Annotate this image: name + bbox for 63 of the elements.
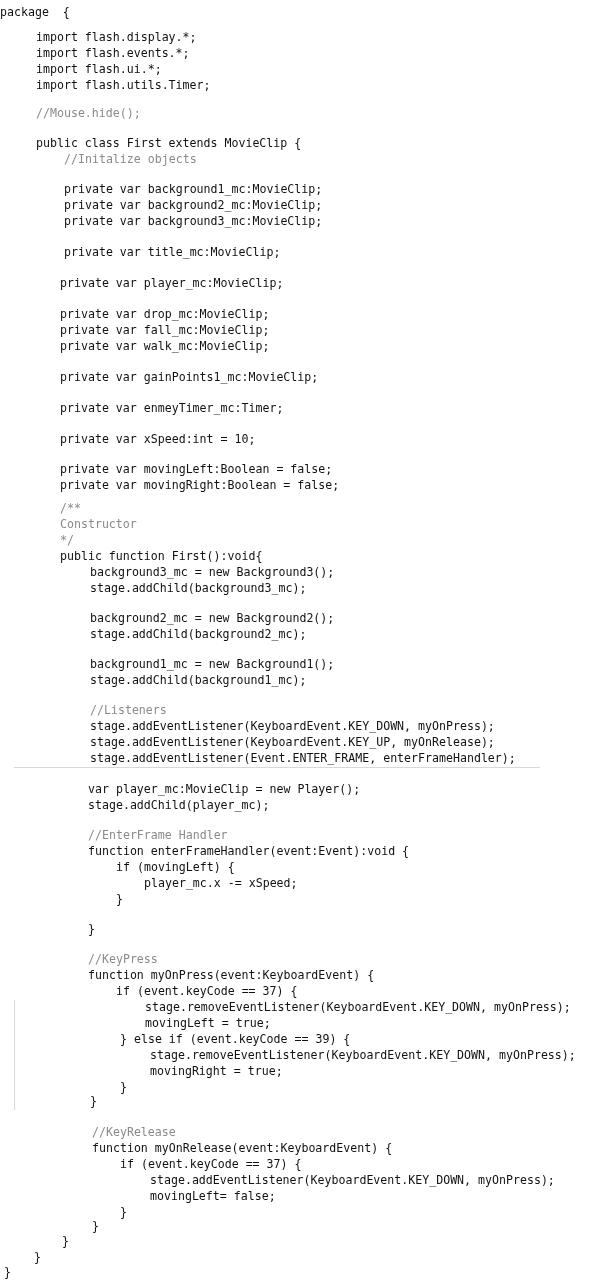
code-line: private var walk_mc:MovieClip;: [60, 339, 270, 353]
code-line: } else if (event.keyCode == 39) {: [120, 1032, 351, 1046]
code-line: }: [34, 1250, 41, 1264]
code-line: import flash.ui.*;: [36, 62, 162, 76]
code-line: var player_mc:MovieClip = new Player();: [88, 782, 361, 796]
code-line: movingLeft= false;: [150, 1189, 276, 1203]
code-line: private var background3_mc:MovieClip;: [64, 214, 323, 228]
code-line: function enterFrameHandler(event:Event):void {: [88, 844, 410, 858]
code-line: private var fall_mc:MovieClip;: [60, 323, 270, 337]
code-comment: //Mouse.hide();: [36, 106, 141, 120]
code-comment: //KeyPress: [88, 952, 158, 966]
code-line: private var enmeyTimer_mc:Timer;: [60, 401, 284, 415]
code-line: private var movingRight:Boolean = false;: [60, 478, 340, 492]
code-line: if (movingLeft) {: [116, 860, 235, 874]
code-comment: Constructor: [60, 517, 137, 531]
code-line: private var xSpeed:int = 10;: [60, 432, 256, 446]
code-line: import flash.utils.Timer;: [36, 78, 211, 92]
code-line: private var player_mc:MovieClip;: [60, 276, 284, 290]
code-line: }: [90, 1094, 97, 1108]
code-line: function myOnPress(event:KeyboardEvent) {: [88, 968, 375, 982]
code-line: import flash.display.*;: [36, 30, 197, 44]
code-line: background1_mc = new Background1();: [90, 657, 335, 671]
code-line: player_mc.x -= xSpeed;: [144, 876, 298, 890]
code-line: stage.addEventListener(Event.ENTER_FRAME, enterFrameHandler);: [90, 751, 516, 765]
code-line: stage.addChild(background1_mc);: [90, 673, 307, 687]
code-line: public function First():void{: [60, 549, 263, 563]
code-line: private var background1_mc:MovieClip;: [64, 182, 323, 196]
code-line: }: [120, 1205, 127, 1219]
code-line: }: [62, 1234, 69, 1248]
code-line: stage.addEventListener(KeyboardEvent.KEY_DOWN, myOnPress);: [90, 719, 495, 733]
code-line: private var title_mc:MovieClip;: [64, 245, 281, 259]
code-comment: //Listeners: [90, 703, 167, 717]
code-line: stage.addChild(player_mc);: [88, 798, 270, 812]
code-line: package {: [0, 5, 70, 19]
code-line: stage.removeEventListener(KeyboardEvent.KEY_DOWN, myOnPress);: [145, 1000, 571, 1014]
code-comment: //EnterFrame Handler: [88, 828, 228, 842]
code-comment: //KeyRelease: [92, 1125, 176, 1139]
code-line: background3_mc = new Background3();: [90, 565, 335, 579]
code-line: stage.addChild(background3_mc);: [90, 581, 307, 595]
code-line: if (event.keyCode == 37) {: [116, 984, 298, 998]
code-line: movingLeft = true;: [145, 1016, 271, 1030]
code-line: }: [4, 1265, 11, 1279]
code-line: public class First extends MovieClip {: [36, 136, 302, 150]
code-line: stage.removeEventListener(KeyboardEvent.KEY_DOWN, myOnPress);: [150, 1048, 576, 1062]
code-line: if (event.keyCode == 37) {: [120, 1157, 302, 1171]
code-comment: */: [60, 533, 74, 547]
code-line: private var background2_mc:MovieClip;: [64, 198, 323, 212]
code-line: }: [120, 1080, 127, 1094]
code-line: stage.addEventListener(KeyboardEvent.KEY_DOWN, myOnPress);: [150, 1173, 555, 1187]
code-line: private var gainPoints1_mc:MovieClip;: [60, 370, 319, 384]
code-line: private var movingLeft:Boolean = false;: [60, 462, 333, 476]
code-line: stage.addChild(background2_mc);: [90, 627, 307, 641]
code-line: }: [88, 922, 95, 936]
code-line: background2_mc = new Background2();: [90, 611, 335, 625]
code-comment: /**: [60, 501, 81, 515]
code-line: import flash.events.*;: [36, 46, 190, 60]
code-line: }: [116, 892, 123, 906]
code-line: }: [92, 1219, 99, 1233]
code-line: movingRight = true;: [150, 1064, 283, 1078]
code-line: private var drop_mc:MovieClip;: [60, 307, 270, 321]
code-line: function myOnRelease(event:KeyboardEvent) {: [92, 1141, 393, 1155]
code-line: stage.addEventListener(KeyboardEvent.KEY_UP, myOnRelease);: [90, 735, 495, 749]
code-comment: //Initalize objects: [64, 152, 197, 166]
